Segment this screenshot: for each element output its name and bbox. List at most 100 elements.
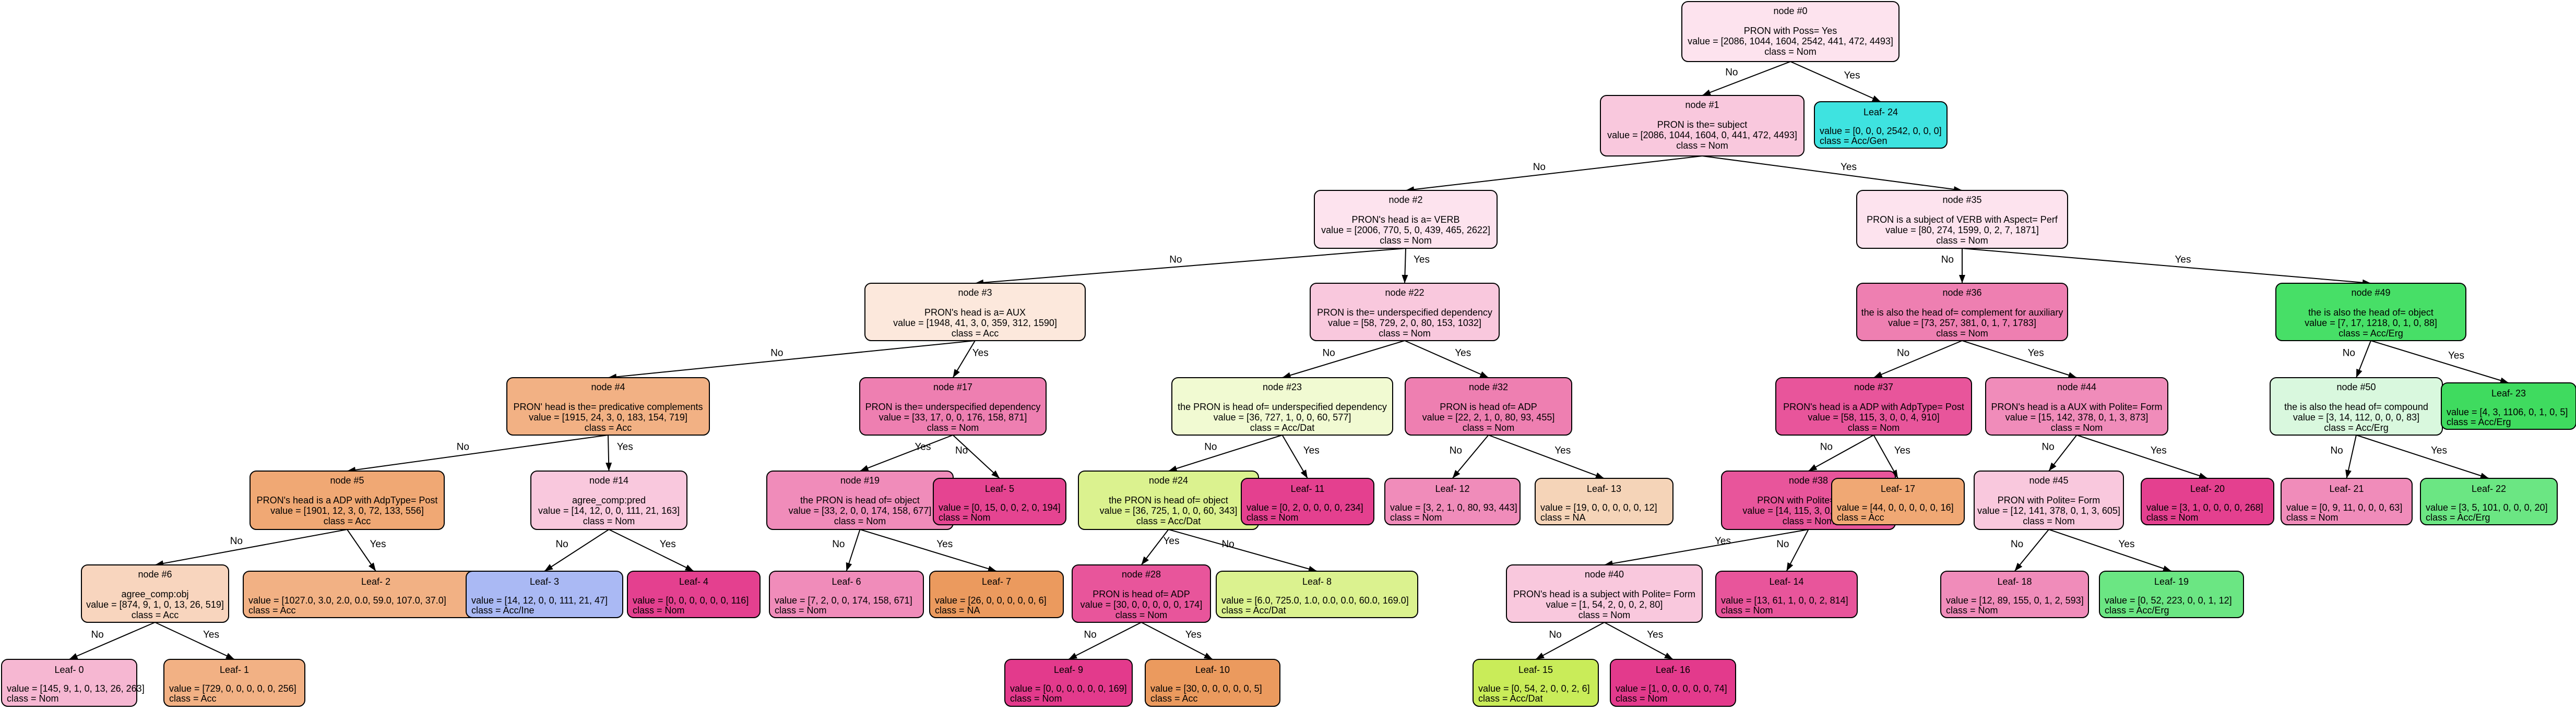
tree-edge: No <box>2330 435 2357 479</box>
node-header: Leaf- 14 <box>1769 576 1803 587</box>
tree-edge: No <box>2041 435 2078 472</box>
tree-edge: No <box>1068 622 1142 660</box>
arrowhead-icon <box>2499 377 2509 384</box>
tree-edge: No <box>347 435 609 473</box>
edge-label-no: No <box>457 442 469 453</box>
node-split: agree_comp:obj <box>121 589 188 600</box>
arrowhead-icon <box>2479 473 2489 479</box>
node-header: Leaf- 6 <box>832 576 861 587</box>
edge-label-yes: Yes <box>203 630 219 641</box>
node-class: class = Acc <box>169 693 217 704</box>
edge-line <box>347 435 609 472</box>
arrowhead-icon <box>1536 653 1545 659</box>
node-value: value = [36, 725, 1, 0, 0, 60, 343] <box>1100 505 1238 516</box>
arrowhead-icon <box>2049 462 2057 471</box>
node-class: class = Acc <box>132 610 179 620</box>
tree-edge: No <box>1873 340 1963 378</box>
arrowhead-icon <box>544 564 553 571</box>
node-split: the is also the head of= complement for … <box>1861 307 2063 318</box>
node-box <box>1856 283 2068 341</box>
node-split: agree_comp:pred <box>572 495 646 506</box>
edge-line <box>1535 622 1605 660</box>
node-class: class = Nom <box>583 516 635 526</box>
node-value: value = [729, 0, 0, 0, 0, 0, 256] <box>169 683 296 694</box>
node-split: PRON is a subject of VERB with Aspect= P… <box>1867 214 2058 225</box>
tree-edge: Yes <box>860 435 953 472</box>
node-box <box>1814 101 1948 149</box>
node-value: value = [58, 115, 3, 0, 0, 4, 910] <box>1808 412 1939 423</box>
edge-label-no: No <box>1776 539 1789 550</box>
edge-label-no: No <box>1322 348 1335 359</box>
node-header: node #35 <box>1942 195 1981 205</box>
node-box <box>2441 382 2576 430</box>
tree-edge: Yes <box>1604 622 1673 660</box>
node-box <box>1940 571 2089 618</box>
node-box <box>81 564 229 623</box>
node-class: class = Nom <box>1380 235 1432 246</box>
node-class: class = Nom <box>1936 328 1988 339</box>
node-header: node #6 <box>138 569 172 580</box>
edge-line <box>1281 435 1308 479</box>
node-box <box>1473 659 1599 707</box>
node-class: class = Nom <box>1721 605 1773 616</box>
node-class: class = Nom <box>939 512 991 523</box>
arrowhead-icon <box>1702 89 1712 95</box>
node-class: class = Acc <box>324 516 371 526</box>
tree-edge: Yes <box>155 622 235 660</box>
node-value: value = [73, 257, 381, 0, 1, 7, 1783] <box>1888 318 2036 328</box>
arrowhead-icon <box>1786 562 1794 571</box>
arrowhead-icon <box>1402 274 1408 283</box>
edge-label-no: No <box>1897 348 1909 359</box>
node-value: value = [80, 274, 1599, 0, 2, 7, 1871] <box>1885 225 2039 235</box>
node-box <box>859 377 1047 436</box>
node-class: class = Acc <box>952 328 999 339</box>
edge-label-yes: Yes <box>2119 539 2135 550</box>
edge-line <box>1604 622 1673 660</box>
node-header: node #49 <box>2351 287 2390 298</box>
node-class: class = Nom <box>1936 235 1988 246</box>
node-class: class = Acc <box>585 423 632 433</box>
arrowhead-icon <box>2198 473 2207 479</box>
arrowhead-icon <box>1959 275 1965 283</box>
edge-label-yes: Yes <box>2028 348 2044 359</box>
edge-line <box>860 435 953 472</box>
node-class: class = Nom <box>775 605 827 616</box>
node-class: class = NA <box>935 605 980 616</box>
arrowhead-icon <box>1479 371 1489 378</box>
edge-line <box>1404 340 1489 378</box>
node-split: PRON's head is a subject with Polite= Fo… <box>1513 589 1695 599</box>
edge-label-yes: Yes <box>2151 445 2167 456</box>
node-header: node #0 <box>1773 6 1807 16</box>
node-value: value = [15, 142, 378, 0, 1, 3, 873] <box>2005 412 2148 423</box>
node-value: value = [145, 9, 1, 0, 13, 26, 263] <box>7 683 145 694</box>
node-header: node #2 <box>1388 195 1422 205</box>
tree-edge: No <box>1941 248 1965 283</box>
node-box <box>163 659 305 707</box>
edge-line <box>1790 61 1881 102</box>
node-header: node #24 <box>1149 475 1188 486</box>
node-class: class = Acc/Erg <box>2324 423 2389 433</box>
edge-label-no: No <box>1549 630 1561 641</box>
edge-label-yes: Yes <box>2448 351 2464 361</box>
node-header: Leaf- 4 <box>679 576 708 587</box>
tree-edge: No <box>2011 529 2049 572</box>
node-header: node #19 <box>840 475 880 486</box>
node-value: value = [44, 0, 0, 0, 0, 0, 16] <box>1837 502 1954 513</box>
node-class: class = NA <box>1540 512 1586 523</box>
node-header: Leaf- 13 <box>1587 484 1621 494</box>
edge-label-no: No <box>2343 348 2355 359</box>
